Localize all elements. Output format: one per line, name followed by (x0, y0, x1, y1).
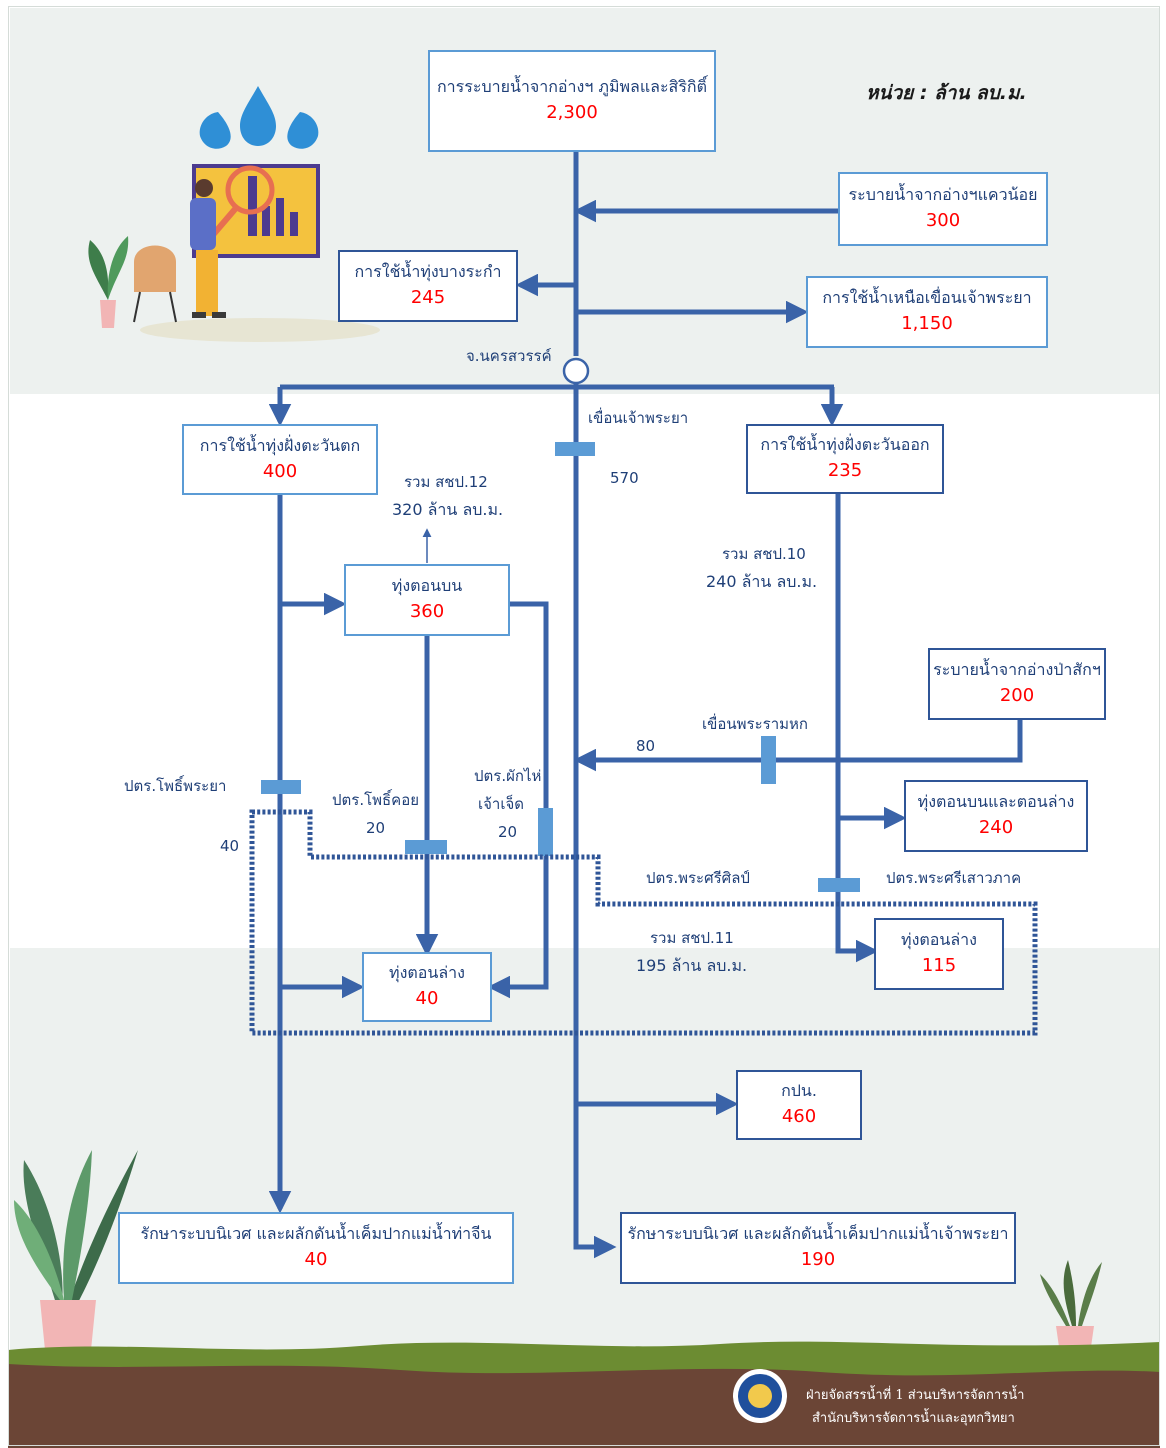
above-dam-label: การใช้น้ำเหนือเขื่อนเจ้าพระยา (822, 288, 1032, 307)
sec12-line2: 320 ล้าน ลบ.ม. (392, 500, 504, 519)
lower-field-east-box: ทุ่งตอนล่าง 115 (874, 918, 1004, 990)
release-khwae-label: ระบายน้ำจากอ่างฯแควน้อย (848, 185, 1038, 204)
analyst-illustration (88, 164, 380, 342)
eco-tha-chin-box: รักษาระบบนิเวศ และผลักดันน้ำเค็มปากแม่น้… (118, 1212, 514, 1284)
page-frame (8, 6, 1160, 1446)
upper-field-box: ทุ่งตอนบน 360 (344, 564, 510, 636)
release-main-value: 2,300 (546, 102, 598, 123)
eco-chao-phraya-value: 190 (800, 1249, 836, 1270)
pho-phraya-value: 40 (220, 837, 240, 855)
bang-rakam-label: การใช้น้ำทุ่งบางระกำ (354, 262, 502, 281)
footer-credit: ฝ่ายจัดสรรน้ำที่ 1 ส่วนบริหารจัดการน้ำ ส… (806, 1384, 1024, 1430)
bang-rakam-box: การใช้น้ำทุ่งบางระกำ 245 (338, 250, 518, 322)
footer-line2: สำนักบริหารจัดการน้ำและอุทกวิทยา (812, 1411, 1015, 1426)
lower-field-west-value: 40 (415, 988, 439, 1009)
above-dam-box: การใช้น้ำเหนือเขื่อนเจ้าพระยา 1,150 (806, 276, 1048, 348)
release-main-label: การระบายน้ำจากอ่างฯ ภูมิพลและสิริกิติ์ (436, 77, 707, 96)
upper-lower-value: 240 (978, 817, 1014, 838)
sec12-line1: รวม สชป.12 (404, 473, 488, 491)
upper-lower-box: ทุ่งตอนบนและตอนล่าง 240 (904, 780, 1088, 852)
lower-field-west-label: ทุ่งตอนล่าง (389, 963, 465, 982)
lower-field-east-label: ทุ่งตอนล่าง (901, 930, 977, 949)
sec10-line2: 240 ล้าน ลบ.ม. (706, 572, 818, 591)
tall-plant-illustration (14, 1150, 138, 1360)
pho-khoi-gate (405, 840, 447, 854)
mwa-value: 460 (781, 1106, 817, 1127)
release-main-box: การระบายน้ำจากอ่างฯ ภูมิพลและสิริกิติ์ 2… (428, 50, 716, 152)
west-use-value: 400 (262, 460, 298, 482)
upper-lower-label: ทุ่งตอนบนและตอนล่าง (917, 792, 1075, 811)
water-drops-illustration (199, 86, 319, 149)
above-dam-value: 1,150 (901, 313, 953, 334)
phra-si-saowaphak-gate (818, 878, 860, 892)
eco-tha-chin-label: รักษาระบบนิเวศ และผลักดันน้ำเค็มปากแม่น้… (140, 1224, 492, 1243)
agency-logo (733, 1369, 787, 1423)
pho-phraya-gate (261, 780, 301, 794)
east-use-label: การใช้น้ำทุ่งฝั่งตะวันออก (760, 435, 930, 454)
upper-field-label: ทุ่งตอนบน (391, 576, 463, 595)
west-use-label: การใช้น้ำทุ่งฝั่งตะวันตก (199, 435, 361, 455)
phak-hai-line1: ปตร.ผักไห่ (474, 767, 542, 785)
chao-phraya-dam-gate (555, 442, 595, 456)
lower-field-east-value: 115 (921, 955, 957, 976)
eco-chao-phraya-label: รักษาระบบนิเวศ และผลักดันน้ำเค็มปากแม่น้… (627, 1224, 1009, 1243)
rama6-dam-label: เขื่อนพระรามหก (702, 715, 808, 733)
rama6-dam-value: 80 (636, 737, 656, 755)
east-use-value: 235 (827, 460, 863, 481)
upper-field-value: 360 (409, 601, 445, 622)
pho-khoi-label: ปตร.โพธิ์คอย (332, 791, 420, 809)
phak-hai-line2: เจ้าเจ็ด (478, 795, 524, 813)
pho-phraya-label: ปตร.โพธิ์พระยา (124, 777, 227, 795)
pasak-label: ระบายน้ำจากอ่างป่าสักฯ (933, 660, 1101, 679)
pasak-value: 200 (999, 685, 1035, 706)
mwa-box: กปน. 460 (736, 1070, 862, 1140)
soil-band (8, 1364, 1160, 1448)
east-use-box: การใช้น้ำทุ่งฝั่งตะวันออก 235 (746, 424, 944, 494)
nakhon-sawan-label: จ.นครสวรรค์ (466, 347, 552, 365)
west-use-box: การใช้น้ำทุ่งฝั่งตะวันตก 400 (182, 424, 378, 495)
chao-phraya-dam-label: เขื่อนเจ้าพระยา (588, 409, 689, 427)
sec10-line1: รวม สชป.10 (722, 545, 806, 563)
lower-field-west-box: ทุ่งตอนล่าง 40 (362, 952, 492, 1022)
pasak-box: ระบายน้ำจากอ่างป่าสักฯ 200 (928, 648, 1106, 720)
phak-hai-value: 20 (498, 823, 518, 841)
bang-rakam-value: 245 (410, 287, 446, 308)
eco-tha-chin-value: 40 (304, 1249, 328, 1270)
rama6-dam-gate (761, 736, 776, 784)
release-khwae-value: 300 (925, 210, 961, 231)
snake-plant-illustration (1040, 1260, 1102, 1354)
eco-chao-phraya-box: รักษาระบบนิเวศ และผลักดันน้ำเค็มปากแม่น้… (620, 1212, 1016, 1284)
pho-khoi-value: 20 (366, 819, 386, 837)
phra-si-saowaphak-label: ปตร.พระศรีเสาวภาค (886, 869, 1022, 887)
chao-phraya-dam-value: 570 (610, 469, 639, 487)
phra-si-sin-label: ปตร.พระศรีศิลป์ (646, 869, 750, 887)
section11-boundary (249, 809, 1038, 1036)
unit-label: หน่วย : ล้าน ลบ.ม. (866, 82, 1027, 104)
footer-line1: ฝ่ายจัดสรรน้ำที่ 1 ส่วนบริหารจัดการน้ำ (806, 1388, 1025, 1403)
sec11-line2: 195 ล้าน ลบ.ม. (636, 956, 748, 975)
sec11-line1: รวม สชป.11 (650, 929, 734, 947)
phak-hai-gate (538, 808, 553, 856)
mwa-label: กปน. (781, 1081, 817, 1100)
release-khwae-box: ระบายน้ำจากอ่างฯแควน้อย 300 (838, 172, 1048, 246)
